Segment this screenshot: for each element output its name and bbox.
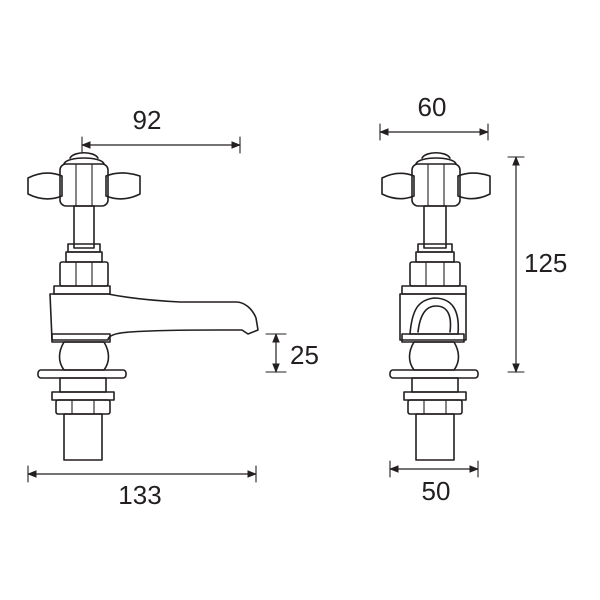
dimension-label-50: 50 [422, 476, 451, 506]
dimension-133: 133 [27, 465, 257, 510]
front-view-tap [381, 151, 491, 461]
front-shank [389, 369, 479, 461]
side-shank [37, 369, 127, 461]
dimension-label-25: 25 [290, 340, 319, 370]
side-view-tap [27, 151, 259, 461]
dimension-label-92: 92 [133, 105, 162, 135]
dimension-50: 50 [389, 460, 479, 506]
dimension-25: 25 [265, 333, 319, 373]
side-handle [27, 151, 141, 207]
front-spindle [409, 205, 461, 287]
side-spindle [59, 205, 109, 287]
dimension-label-133: 133 [118, 480, 161, 510]
side-body-spout [49, 285, 259, 371]
dimension-label-60: 60 [418, 92, 447, 122]
dimension-label-125: 125 [524, 248, 567, 278]
front-handle [381, 151, 491, 207]
front-body [399, 285, 467, 371]
dimension-60: 60 [379, 92, 489, 141]
dimension-125: 125 [507, 156, 567, 373]
dimension-92: 92 [81, 105, 241, 154]
